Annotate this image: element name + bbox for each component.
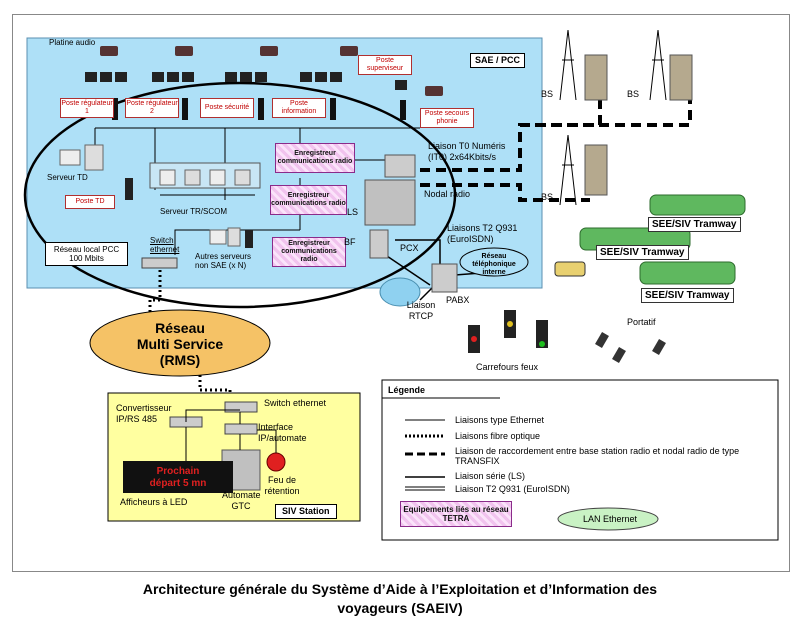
- portatifs: [595, 331, 666, 364]
- legend-item-4: Liaison T2 Q931 (EuroISDN): [455, 484, 570, 494]
- legend-samples: [405, 419, 445, 491]
- pcx-cabinet: [369, 229, 389, 259]
- serveur-td-devices: [59, 144, 133, 200]
- legend-item-3: Liaison série (LS): [455, 471, 526, 481]
- serveur-td-label: Serveur TD: [47, 173, 88, 182]
- pcc-lan-ellipse: [23, 81, 457, 309]
- rms-line-1: Réseau: [155, 320, 205, 336]
- station-devices: [123, 401, 286, 493]
- bs-label-1: BS: [541, 89, 554, 99]
- bs-label-3: BS: [541, 192, 554, 202]
- bs-antennas: [559, 29, 667, 206]
- legend-lan-label: LAN Ethernet: [583, 514, 638, 524]
- nodal-radio-label: Nodal radio: [424, 189, 471, 199]
- nodal-radio-rack: [364, 179, 416, 226]
- legend-lan-ellipse: [557, 507, 659, 531]
- poste-securite-box: Poste sécurité: [200, 98, 254, 118]
- rms-line-3: (RMS): [159, 352, 201, 368]
- liaison-t0-label: Liaison T0 Numéris (IT0) 2x64Kbits/s: [428, 141, 506, 162]
- autres-serveurs-devices: [209, 227, 253, 248]
- feu-label: Feu de rétention: [264, 475, 300, 496]
- pcx-label: PCX: [400, 243, 419, 253]
- enregistreur-2: Enregistreur communications radio: [270, 185, 347, 215]
- tram-label-1: SEE/SIV Tramway: [648, 217, 741, 232]
- poste-secours-box: Poste secours phonie: [420, 108, 474, 128]
- monitor-row: [85, 72, 407, 90]
- transfix-links: [420, 95, 692, 202]
- poste-td-box: Poste TD: [65, 195, 115, 209]
- rtcp-cloud: [379, 277, 421, 307]
- legend-title: Légende: [388, 385, 426, 395]
- legend-item-2: Liaison de raccordement entre base stati…: [455, 446, 740, 466]
- bs-label-2: BS: [627, 89, 640, 99]
- reseau-tel-ellipse: [459, 247, 529, 277]
- pcc-area-label: SAE / PCC: [470, 53, 526, 68]
- tram-label-2: SEE/SIV Tramway: [596, 245, 689, 260]
- pabx-cabinet: [431, 263, 458, 293]
- caption: Architecture générale du Système d’Aide …: [0, 580, 800, 618]
- pabx-label: PABX: [446, 295, 470, 305]
- ls-label: LS: [347, 207, 359, 217]
- liaisons-t2-label: Liaisons T2 Q931 (EuroISDN): [447, 223, 518, 244]
- station-links: [185, 409, 277, 461]
- poste-regulateur-2-box: Poste régulateur 2: [125, 98, 179, 118]
- portatif-label: Portatif: [627, 317, 656, 327]
- bs-cabinets: [584, 54, 693, 196]
- legend-tetra: Equipements liés au réseau TETRA: [400, 501, 512, 527]
- poste-superviseur-box: Poste superviseur: [358, 55, 412, 75]
- reseau-tel-label: Réseau téléphonique interne: [472, 253, 516, 276]
- phones: [100, 46, 443, 96]
- legend-item-1: Liaisons fibre optique: [455, 431, 541, 441]
- traffic-lights: [468, 310, 548, 353]
- rms-line-2: Multi Service: [136, 336, 224, 352]
- liaison-rtcp-label: Liaison RTCP: [406, 300, 436, 321]
- reseau-local-label: Réseau local PCC 100 Mbits: [45, 242, 128, 266]
- poste-information-box: Poste information: [272, 98, 326, 118]
- serveur-tr-label: Serveur TR/SCOM: [160, 207, 227, 216]
- enregistreur-1: Enregistreur communications radio: [275, 143, 355, 173]
- interface-label: Interface IP/automate: [258, 422, 307, 443]
- carrefours-label: Carrefours feux: [476, 362, 539, 372]
- switch-ethernet-label: Switch ethernet: [150, 236, 180, 254]
- rms-ellipse: [89, 309, 271, 377]
- automate-label: Automate GTC: [222, 490, 261, 511]
- legend-item-0: Liaisons type Ethernet: [455, 415, 545, 425]
- led-line-1: Prochain: [156, 466, 200, 477]
- pcc-switch: [141, 257, 178, 269]
- led-line-2: départ 5 mn: [149, 478, 207, 489]
- caption-line-1: Architecture générale du Système d’Aide …: [142, 581, 658, 597]
- tram-label-3: SEE/SIV Tramway: [641, 288, 734, 303]
- poste-regulateur-1-box: Poste régulateur 1: [60, 98, 114, 118]
- tower-row: [112, 98, 406, 120]
- t0-modem: [384, 154, 416, 178]
- desk-phone: [554, 261, 586, 277]
- platine-audio-label: Platine audio: [49, 38, 96, 47]
- serveur-tr-devices: [149, 162, 261, 189]
- bf-label: BF: [344, 237, 356, 247]
- afficheurs-label: Afficheurs à LED: [120, 497, 188, 507]
- convertisseur-label: Convertisseur IP/RS 485: [116, 403, 172, 424]
- rms-label: Réseau Multi Service (RMS): [100, 320, 260, 368]
- caption-line-2: voyageurs (SAEIV): [337, 600, 463, 616]
- enregistreur-3: Enregistreur communications radio: [272, 237, 346, 267]
- led-display: Prochain départ 5 mn: [123, 466, 233, 490]
- station-switch-label: Switch ethernet: [264, 398, 327, 408]
- trams: [579, 194, 746, 285]
- autres-serveurs-label: Autres serveurs non SAE (x N): [195, 252, 252, 270]
- siv-station-label: SIV Station: [275, 504, 337, 519]
